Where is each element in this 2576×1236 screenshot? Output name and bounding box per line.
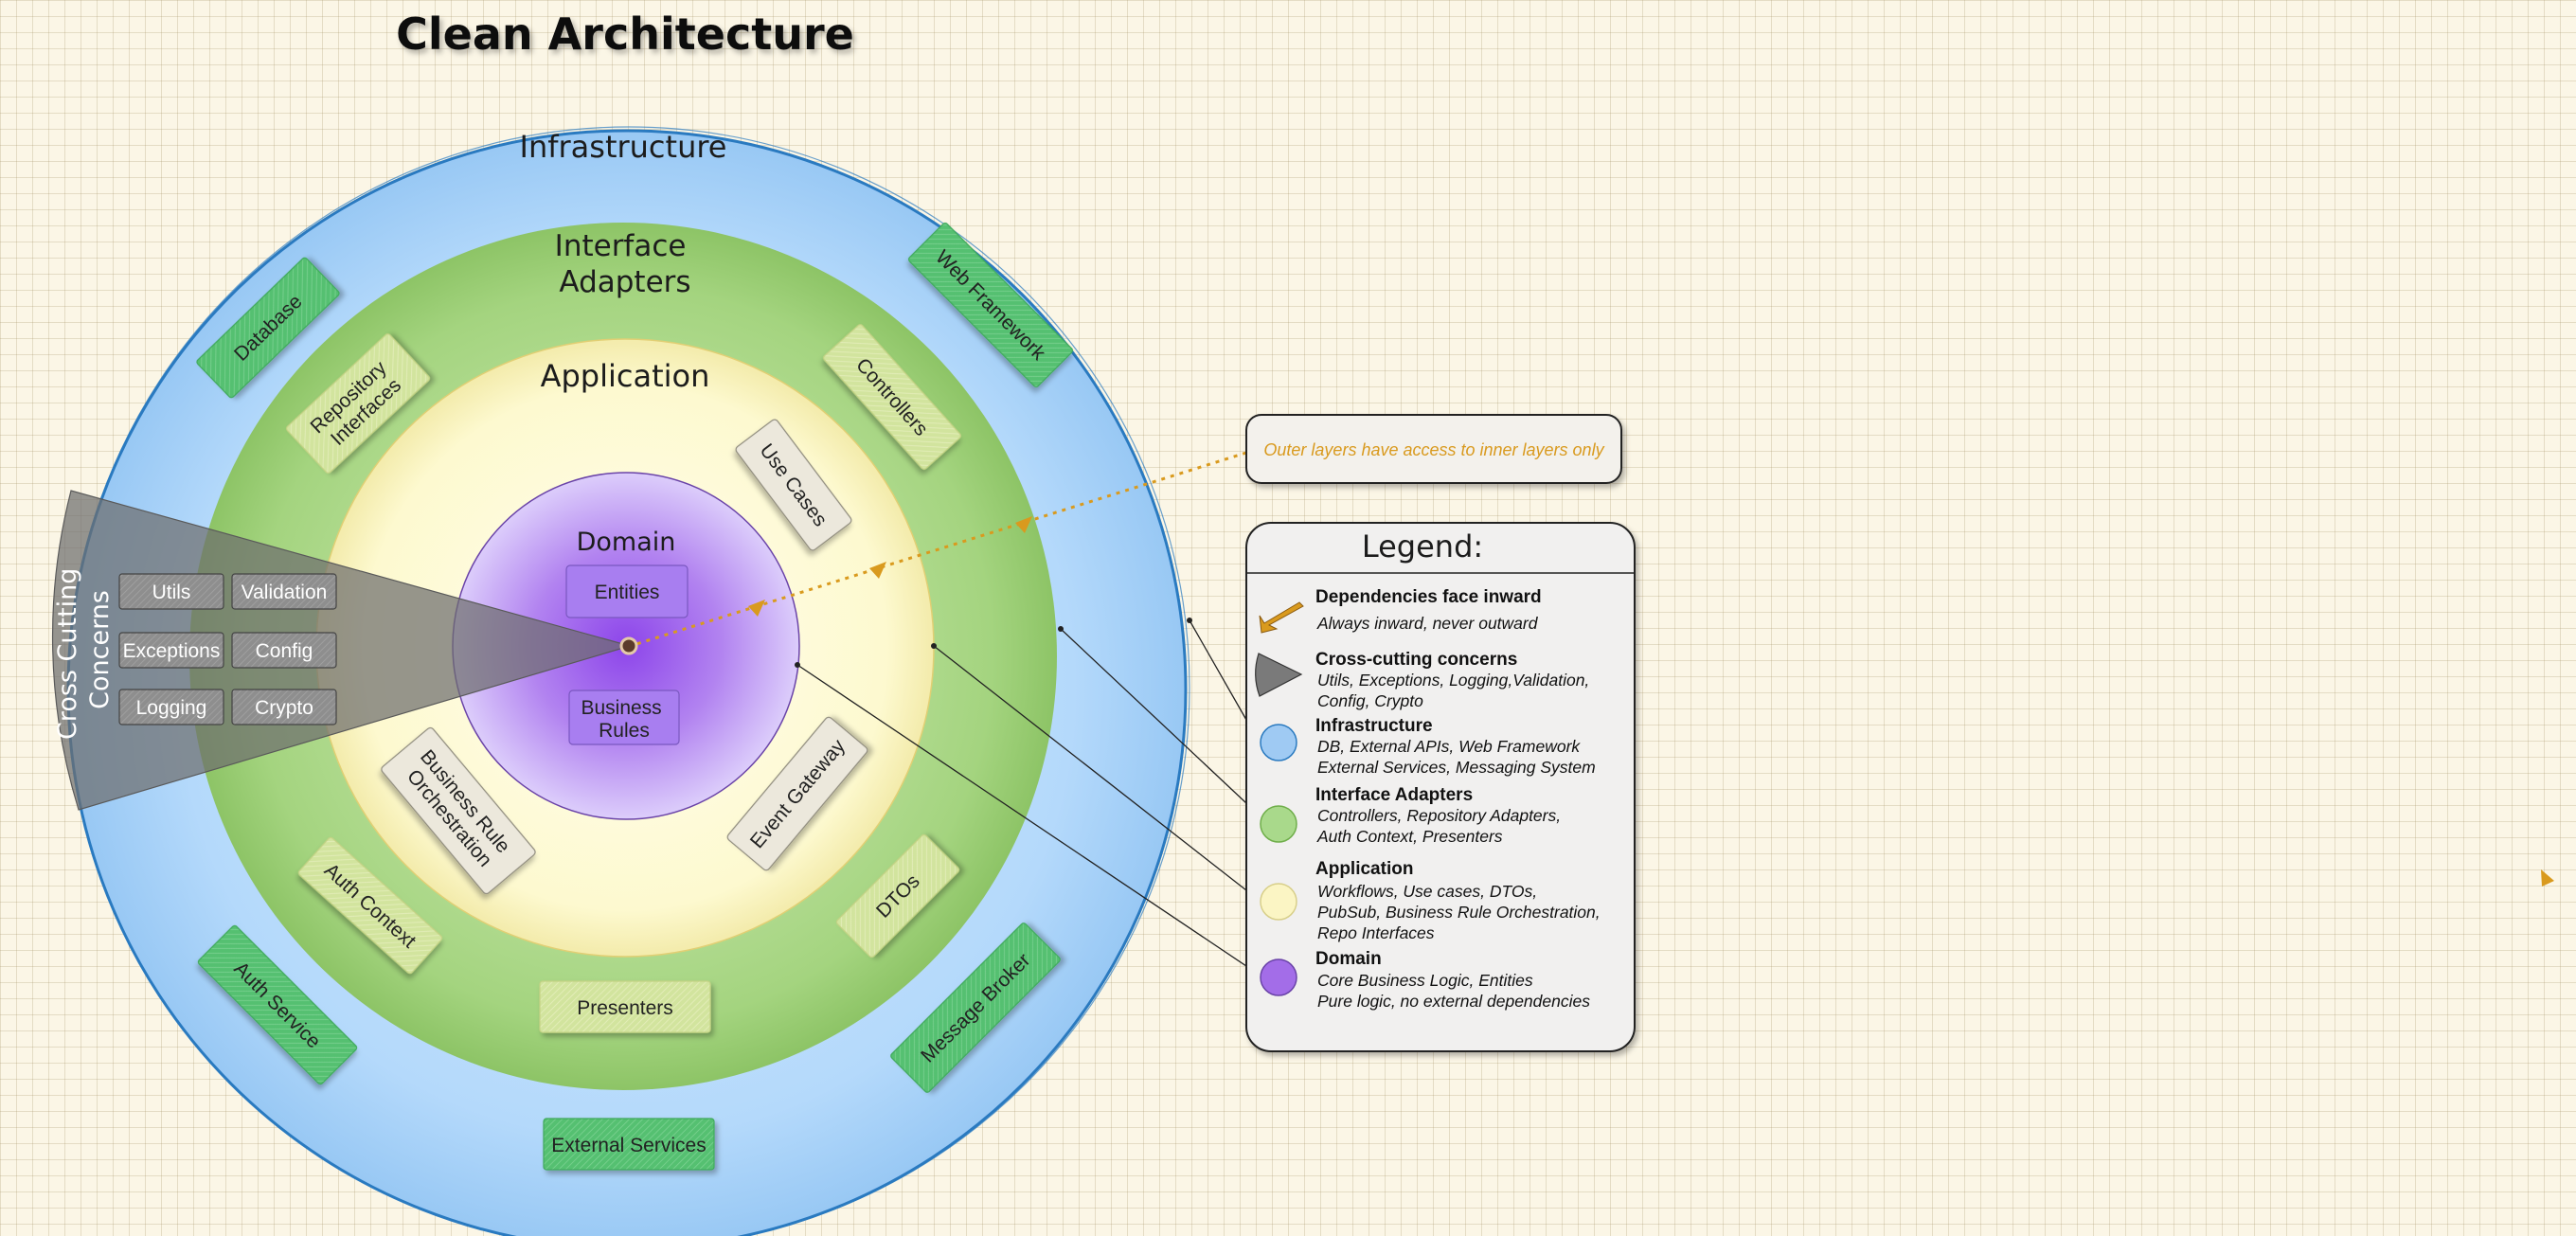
yellow-circle-icon — [1260, 883, 1297, 921]
arrow-icon — [1259, 601, 1304, 634]
connector-dot-domain — [795, 662, 800, 668]
dependency-arrowhead-2 — [869, 562, 886, 579]
business-rules-label: Business Rules — [581, 697, 667, 742]
interface-adapters-label-line2: Adapters — [559, 265, 690, 299]
cross-cutting-label-line1: Cross Cutting — [53, 568, 82, 741]
legend-entry-crosscutting-title: Cross-cutting concerns — [1315, 650, 1517, 670]
legend-entry-application-title: Application — [1315, 859, 1413, 879]
dtos-box: DTOs — [835, 833, 960, 958]
note-box: Outer layers have access to inner layers… — [1245, 414, 1622, 484]
external-services-label: External Services — [551, 1135, 706, 1156]
config-label: Config — [256, 640, 313, 662]
note-text: Outer layers have access to inner layers… — [1263, 440, 1604, 459]
utils-label: Utils — [152, 582, 191, 603]
application-label: Application — [541, 358, 710, 394]
exceptions-label: Exceptions — [123, 640, 221, 662]
cross-cutting-item-config: Config — [231, 632, 337, 669]
business-rules-box: Business Rules — [568, 690, 680, 745]
legend-box: Legend: Dependencies face inward Always … — [1245, 522, 1636, 1052]
cross-cutting-label-line2: Concerns — [85, 590, 115, 709]
cross-cutting-label: Cross Cutting Concerns — [53, 560, 115, 740]
domain-label: Domain — [577, 528, 676, 557]
stray-arrow-marker — [2541, 869, 2554, 887]
crypto-label: Crypto — [255, 697, 313, 719]
legend-entry-crosscutting-line2: Config, Crypto — [1317, 691, 1423, 710]
cross-cutting-item-logging: Logging — [118, 689, 224, 725]
legend-title: Legend: — [1362, 528, 1483, 564]
legend-entry-application-line2: PubSub, Business Rule Orchestration, — [1317, 903, 1601, 922]
purple-circle-icon — [1260, 958, 1297, 996]
entities-label: Entities — [595, 582, 660, 603]
interface-adapters-label-line1: Interface — [555, 229, 687, 263]
legend-entry-infrastructure-title: Infrastructure — [1315, 716, 1433, 736]
presenters-label: Presenters — [577, 997, 673, 1019]
legend-entry-crosscutting-line1: Utils, Exceptions, Logging,Validation, — [1317, 671, 1589, 690]
legend-entry-adapters-line2: Auth Context, Presenters — [1316, 827, 1503, 846]
entities-box: Entities — [565, 564, 689, 618]
business-rules-label-line1: Business — [581, 697, 661, 719]
legend-entry-domain-line2: Pure logic, no external dependencies — [1317, 992, 1590, 1011]
cross-cutting-wedge: Cross Cutting Concerns — [51, 490, 633, 811]
legend-entry-dependencies-title: Dependencies face inward — [1315, 587, 1542, 607]
interface-adapters-label: Interface Adapters — [555, 229, 696, 299]
connector-dot-infra — [1187, 618, 1192, 623]
green-circle-icon — [1260, 805, 1297, 843]
cross-cutting-item-utils: Utils — [118, 573, 224, 610]
legend-entry-domain-title: Domain — [1315, 949, 1382, 969]
cross-cutting-item-validation: Validation — [231, 573, 337, 610]
validation-label: Validation — [242, 582, 328, 603]
legend-entry-infrastructure-line1: DB, External APIs, Web Framework — [1317, 737, 1581, 756]
dependency-arrowhead-1 — [1015, 516, 1032, 533]
diagram-title: Clean Architecture — [396, 9, 854, 60]
external-services-box: External Services — [543, 1118, 715, 1171]
legend-entry-application-line1: Workflows, Use cases, DTOs, — [1317, 882, 1537, 901]
dependency-arrowhead-3 — [748, 600, 765, 617]
presenters-box: Presenters — [539, 980, 711, 1033]
logging-label: Logging — [136, 697, 207, 719]
legend-entry-application-line3: Repo Interfaces — [1317, 923, 1435, 942]
connector-dot-adapters — [1058, 626, 1064, 632]
legend-entry-infrastructure-line2: External Services, Messaging System — [1317, 758, 1596, 777]
legend-entry-dependencies-line: Always inward, never outward — [1316, 614, 1539, 633]
wedge-icon — [1255, 653, 1303, 697]
legend-connectors — [796, 619, 1247, 967]
dependency-arrow-line — [635, 451, 1247, 646]
business-rules-label-line2: Rules — [599, 720, 650, 742]
blue-circle-icon — [1260, 724, 1297, 761]
infrastructure-label: Infrastructure — [520, 129, 727, 165]
cross-cutting-item-exceptions: Exceptions — [118, 632, 224, 669]
legend-entry-adapters-title: Interface Adapters — [1315, 785, 1473, 805]
legend-entry-adapters-line1: Controllers, Repository Adapters, — [1317, 806, 1561, 825]
connector-dot-app — [931, 643, 937, 649]
center-point — [619, 636, 638, 655]
legend-entry-domain-line1: Core Business Logic, Entities — [1317, 971, 1533, 990]
cross-cutting-item-crypto: Crypto — [231, 689, 337, 725]
